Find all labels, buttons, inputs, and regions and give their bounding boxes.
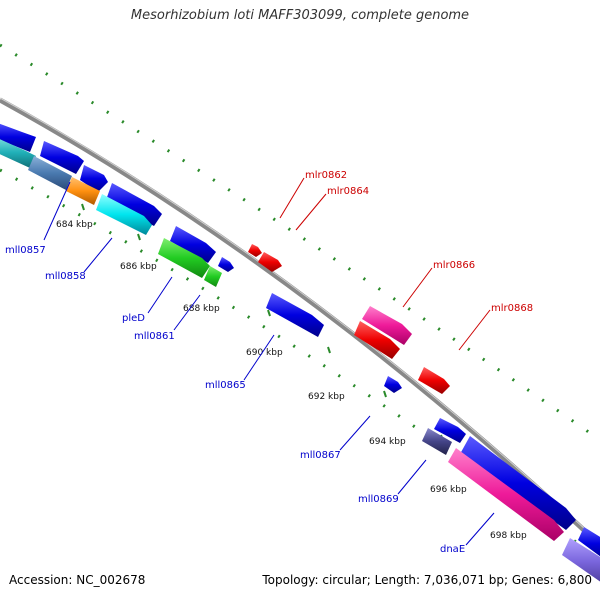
gene-cyan[interactable] bbox=[96, 194, 152, 235]
gene-mll0857[interactable] bbox=[0, 137, 36, 168]
gene-dnaE[interactable] bbox=[448, 448, 564, 541]
kbp-label: 684 kbp bbox=[56, 220, 93, 230]
gene-arrow[interactable] bbox=[460, 436, 576, 530]
outer-tick-track bbox=[0, 43, 600, 442]
kbp-label: 698 kbp bbox=[490, 531, 527, 541]
position-labels: 684 kbp 686 kbp 688 kbp 690 kbp 692 kbp … bbox=[56, 220, 527, 541]
kbp-label: 696 kbp bbox=[430, 485, 467, 495]
gene-mll0861[interactable] bbox=[204, 266, 222, 287]
genome-backbone bbox=[0, 97, 600, 547]
kbp-label: 690 kbp bbox=[246, 348, 283, 358]
label-mll0865[interactable]: mll0865 bbox=[205, 380, 246, 391]
gene-mll0867[interactable] bbox=[384, 376, 402, 393]
reverse-gene-labels bbox=[43, 181, 495, 546]
label-pleD[interactable]: pleD bbox=[122, 313, 145, 324]
gene-arrow[interactable] bbox=[170, 226, 216, 263]
kbp-label: 688 kbp bbox=[183, 304, 220, 314]
gene-mlr0862[interactable] bbox=[248, 244, 262, 257]
gene-red-mid[interactable] bbox=[354, 321, 400, 359]
label-mlr0864[interactable]: mlr0864 bbox=[327, 186, 369, 197]
gene-pleD[interactable] bbox=[158, 238, 210, 278]
accession-label: Accession: NC_002678 bbox=[9, 573, 146, 587]
gene-mll0865[interactable] bbox=[266, 293, 324, 337]
kbp-label: 692 kbp bbox=[308, 392, 345, 402]
gene-arrow[interactable] bbox=[80, 165, 108, 192]
gene-arrow[interactable] bbox=[106, 183, 162, 226]
label-mll0861[interactable]: mll0861 bbox=[134, 331, 175, 342]
gene-arrow[interactable] bbox=[434, 418, 466, 443]
forward-genes bbox=[248, 244, 450, 394]
kbp-label: 694 kbp bbox=[369, 437, 406, 447]
label-mll0867[interactable]: mll0867 bbox=[300, 450, 341, 461]
gene-mll0869[interactable] bbox=[422, 428, 452, 455]
label-mlr0866[interactable]: mlr0866 bbox=[433, 260, 475, 271]
label-mlr0862[interactable]: mlr0862 bbox=[305, 170, 347, 181]
gene-arrow[interactable] bbox=[218, 257, 234, 272]
gene-mlr0868[interactable] bbox=[418, 367, 450, 394]
map-title: Mesorhizobium loti MAFF303099, complete … bbox=[130, 8, 470, 23]
label-mll0858[interactable]: mll0858 bbox=[45, 271, 86, 282]
gene-mlr0866[interactable] bbox=[362, 306, 412, 345]
genome-stats: Topology: circular; Length: 7,036,071 bp… bbox=[262, 573, 592, 587]
kbp-label: 686 kbp bbox=[120, 262, 157, 272]
label-dnaE[interactable]: dnaE bbox=[440, 544, 465, 555]
forward-gene-labels bbox=[279, 177, 491, 351]
gene-mlr0864[interactable] bbox=[258, 252, 282, 272]
gene-arrow[interactable] bbox=[0, 122, 36, 152]
label-mll0869[interactable]: mll0869 bbox=[358, 494, 399, 505]
reverse-genes bbox=[0, 122, 600, 585]
gene-violet[interactable] bbox=[562, 538, 600, 585]
label-mlr0868[interactable]: mlr0868 bbox=[491, 303, 533, 314]
gene-orange[interactable] bbox=[66, 177, 100, 205]
gene-arrow[interactable] bbox=[40, 141, 84, 174]
gene-arrow[interactable] bbox=[578, 527, 600, 560]
label-mll0857[interactable]: mll0857 bbox=[5, 245, 46, 256]
gene-mll0858[interactable] bbox=[28, 156, 72, 190]
